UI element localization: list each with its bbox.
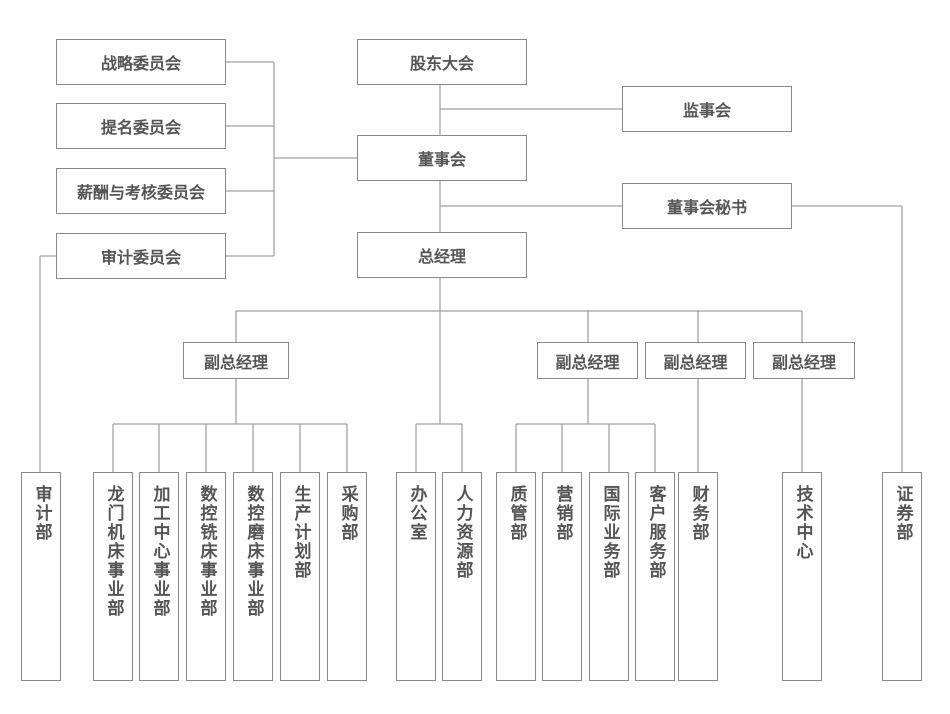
shareholders-meeting-box: 股东大会 [357, 39, 527, 85]
department-label: 客户服务部 [645, 485, 666, 580]
general-manager-box: 总经理 [357, 232, 527, 278]
department-label: 技术中心 [792, 485, 813, 561]
department-box: 国际业务部 [589, 472, 629, 681]
department-label: 龙门机床事业部 [103, 485, 124, 618]
department-label: 国际业务部 [599, 485, 620, 580]
department-box: 数控磨床事业部 [233, 472, 273, 681]
department-box: 营销部 [542, 472, 582, 681]
department-box: 证券部 [882, 472, 922, 681]
department-label: 人力资源部 [452, 485, 473, 580]
department-label: 证券部 [892, 485, 913, 542]
board-of-directors-box: 董事会 [357, 135, 527, 181]
audit-committee-box: 审计委员会 [56, 233, 226, 279]
board-of-directors-label: 董事会 [417, 150, 466, 169]
department-label: 生产计划部 [290, 485, 311, 580]
board-secretary-box: 董事会秘书 [622, 183, 792, 229]
vice-gm-label: 副总经理 [203, 352, 268, 372]
department-box: 数控铣床事业部 [186, 472, 226, 681]
shareholders-meeting-label: 股东大会 [409, 54, 474, 73]
compensation-committee-label: 薪酬与考核委员会 [76, 183, 205, 202]
vice-gm-label: 副总经理 [663, 352, 728, 372]
department-box: 龙门机床事业部 [93, 472, 133, 681]
vice-gm-box: 副总经理 [183, 342, 289, 379]
nomination-committee-box: 提名委员会 [56, 103, 226, 149]
department-box: 技术中心 [782, 472, 822, 681]
department-box: 加工中心事业部 [139, 472, 179, 681]
department-label: 审计部 [31, 485, 52, 542]
department-box: 采购部 [327, 472, 367, 681]
department-box: 财务部 [678, 472, 718, 681]
department-label: 办公室 [406, 485, 427, 542]
department-label: 营销部 [552, 485, 573, 542]
department-label: 质管部 [506, 485, 527, 542]
audit-committee-label: 审计委员会 [100, 248, 181, 267]
vice-gm-box: 副总经理 [537, 342, 638, 379]
board-secretary-label: 董事会秘书 [666, 198, 747, 217]
supervisory-board-label: 监事会 [682, 101, 731, 120]
supervisory-board-box: 监事会 [622, 86, 792, 132]
department-label: 数控铣床事业部 [196, 485, 217, 618]
department-label: 加工中心事业部 [149, 485, 170, 618]
vice-gm-label: 副总经理 [555, 352, 620, 372]
department-box: 生产计划部 [280, 472, 320, 681]
department-box: 质管部 [496, 472, 536, 681]
department-label: 财务部 [688, 485, 709, 542]
department-box: 人力资源部 [442, 472, 482, 681]
compensation-committee-box: 薪酬与考核委员会 [56, 168, 226, 214]
department-label: 数控磨床事业部 [243, 485, 264, 618]
department-box: 办公室 [396, 472, 436, 681]
department-label: 采购部 [337, 485, 358, 542]
strategy-committee-box: 战略委员会 [56, 39, 226, 85]
vice-gm-box: 副总经理 [645, 342, 746, 379]
department-box: 审计部 [21, 472, 61, 681]
department-box: 客户服务部 [635, 472, 675, 681]
vice-gm-box: 副总经理 [753, 342, 855, 379]
general-manager-label: 总经理 [417, 247, 466, 266]
strategy-committee-label: 战略委员会 [100, 54, 181, 73]
vice-gm-label: 副总经理 [771, 352, 836, 372]
nomination-committee-label: 提名委员会 [100, 118, 181, 137]
